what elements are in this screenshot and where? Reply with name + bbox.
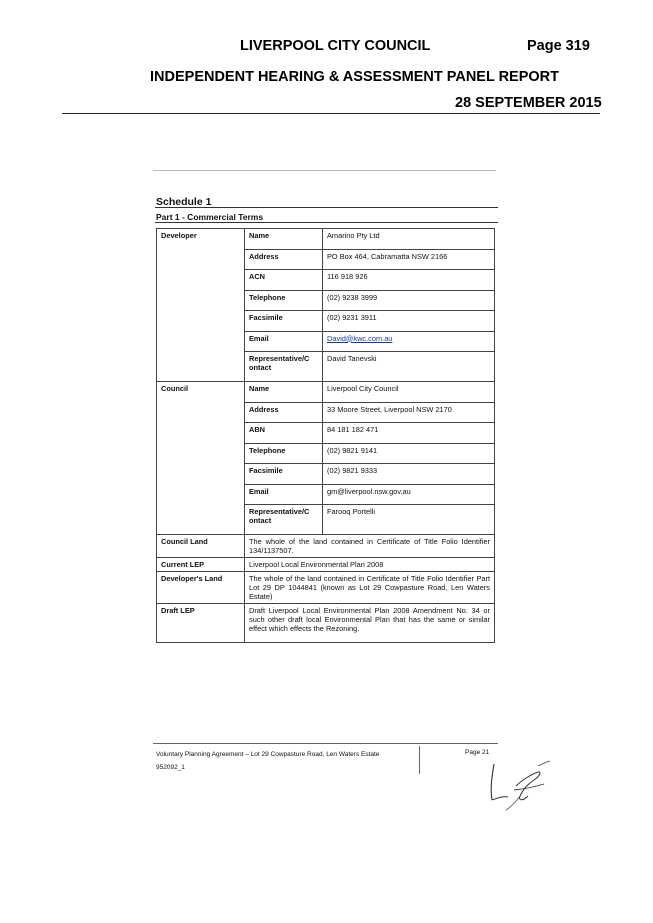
table-row: Address PO Box 464, Cabramatta NSW 2166	[157, 248, 495, 270]
footer-page-number: Page 21	[465, 749, 490, 756]
council-land-label: Council Land	[156, 534, 245, 558]
current-lep-label: Current LEP	[156, 557, 245, 572]
header-divider	[62, 113, 600, 114]
developer-acn: 116 918 926	[322, 269, 495, 291]
developer-label: Developer	[156, 228, 245, 382]
footer-agreement-title: Voluntary Planning Agreement – Lot 29 Co…	[156, 751, 380, 758]
draft-lep-text: Draft Liverpool Local Environmental Plan…	[244, 603, 495, 643]
council-facsimile-label: Facsimile	[244, 463, 323, 485]
council-name: Liverpool City Council	[322, 381, 495, 403]
developer-name: Amarino Pty Ltd	[322, 228, 495, 250]
schedule-title: Schedule 1	[156, 196, 212, 208]
panel-report-title: INDEPENDENT HEARING & ASSESSMENT PANEL R…	[150, 69, 560, 85]
footer-divider	[153, 743, 498, 744]
developer-address: PO Box 464, Cabramatta NSW 2166	[322, 248, 495, 270]
commercial-terms-table: Developer Name Amarino Pty Ltd Address P…	[156, 228, 495, 643]
council-abn: 84 181 182 471	[322, 422, 495, 444]
developer-rep-label: Representative/C ontact	[244, 351, 323, 382]
council-header: LIVERPOOL CITY COUNCIL	[240, 38, 431, 54]
developer-telephone-label: Telephone	[244, 289, 323, 311]
table-row: Developer Name Amarino Pty Ltd	[156, 228, 495, 382]
council-facsimile: (02) 9821 9333	[322, 463, 495, 485]
developer-rep: David Tanevski	[322, 351, 495, 382]
table-row: Facsimile (02) 9231 3911	[157, 310, 495, 332]
table-row: Draft LEP Draft Liverpool Local Environm…	[156, 603, 495, 643]
table-row: Developer's Land The whole of the land c…	[156, 571, 495, 604]
developers-land-text: The whole of the land contained in Certi…	[244, 571, 495, 604]
footer-separator	[419, 746, 420, 774]
draft-lep-label: Draft LEP	[156, 603, 245, 643]
developer-name-label: Name	[244, 228, 323, 250]
developer-acn-label: ACN	[244, 269, 323, 291]
developer-address-label: Address	[244, 248, 323, 270]
council-abn-label: ABN	[244, 422, 323, 444]
council-email: gm@liverpool.nsw.gov.au	[322, 483, 495, 505]
council-telephone: (02) 9821 9141	[322, 442, 495, 464]
council-label: Council	[156, 381, 245, 535]
council-rep-label: Representative/C ontact	[244, 504, 323, 535]
council-land-text: The whole of the land contained in Certi…	[244, 534, 495, 558]
developer-facsimile-label: Facsimile	[244, 310, 323, 332]
report-page-number: Page 319	[527, 38, 590, 54]
scan-top-line	[153, 170, 496, 171]
table-row: Address 33 Moore Street, Liverpool NSW 2…	[157, 401, 495, 423]
table-row: Council Name Liverpool City Council	[156, 381, 495, 535]
developer-email-link[interactable]: David@kwc.com.au	[327, 333, 393, 343]
developer-telephone: (02) 9238 3999	[322, 289, 495, 311]
council-email-label: Email	[244, 483, 323, 505]
footer-document-number: 952092_1	[156, 764, 185, 771]
table-row: Telephone (02) 9821 9141	[157, 442, 495, 464]
signature-initials	[490, 760, 551, 811]
table-row: Council Land The whole of the land conta…	[156, 534, 495, 558]
part-title: Part 1 - Commercial Terms	[156, 212, 264, 222]
council-address-label: Address	[244, 401, 323, 423]
report-date: 28 SEPTEMBER 2015	[455, 95, 602, 111]
current-lep-text: Liverpool Local Environmental Plan 2008	[244, 557, 495, 572]
table-row: Telephone (02) 9238 3999	[157, 289, 495, 311]
table-row: Representative/C ontact David Tanevski	[157, 351, 495, 382]
schedule-divider	[155, 207, 498, 208]
table-row: Facsimile (02) 9821 9333	[157, 463, 495, 485]
council-address: 33 Moore Street, Liverpool NSW 2170	[322, 401, 495, 423]
developers-land-label: Developer's Land	[156, 571, 245, 604]
table-row: Email gm@liverpool.nsw.gov.au	[157, 483, 495, 505]
council-name-label: Name	[244, 381, 323, 403]
council-rep: Farooq Portelli	[322, 504, 495, 535]
council-telephone-label: Telephone	[244, 442, 323, 464]
table-row: Current LEP Liverpool Local Environmenta…	[156, 557, 495, 572]
part-divider	[155, 222, 498, 223]
developer-email-label: Email	[244, 330, 323, 352]
developer-facsimile: (02) 9231 3911	[322, 310, 495, 332]
